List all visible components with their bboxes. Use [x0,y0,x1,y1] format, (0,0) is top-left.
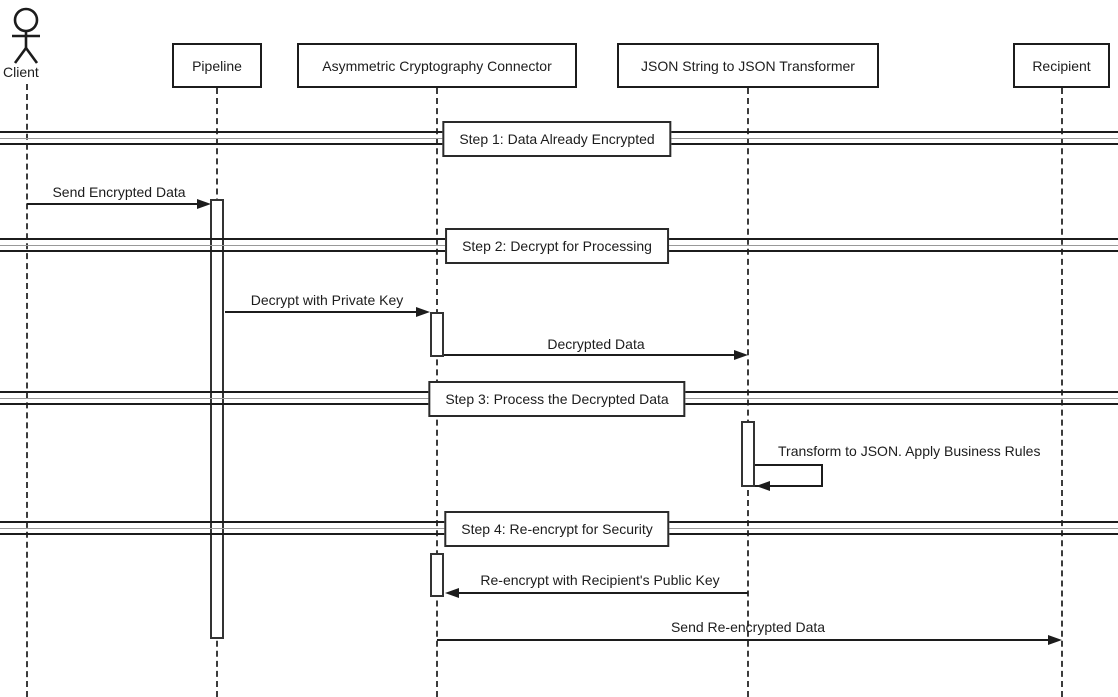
message-transform-json-self-loop [755,464,823,487]
arrowhead-right-icon [197,199,211,209]
arrowhead-left-icon [756,481,770,491]
participant-pipeline-label: Pipeline [192,57,242,74]
message-reencrypt-public-key-label: Re-encrypt with Recipient's Public Key [480,572,720,588]
participant-json-transformer-label: JSON String to JSON Transformer [641,57,855,74]
activation-crypto-connector-2 [430,553,444,597]
arrowhead-right-icon [1048,635,1062,645]
activation-json-transformer [741,421,755,487]
message-send-encrypted-data-line [27,203,198,205]
divider-step-4: Step 4: Re-encrypt for Security [444,511,670,547]
participant-recipient-label: Recipient [1032,57,1091,74]
arrowhead-right-icon [734,350,748,360]
message-send-reencrypted-data-line [437,639,1048,641]
participant-crypto-connector-label: Asymmetric Cryptography Connector [322,57,552,74]
divider-step-1: Step 1: Data Already Encrypted [442,121,672,157]
participant-pipeline: Pipeline [172,43,262,88]
message-decrypt-private-key-label: Decrypt with Private Key [250,292,404,308]
message-decrypted-data-label: Decrypted Data [547,336,645,352]
message-send-encrypted-data-label: Send Encrypted Data [52,184,186,200]
participant-recipient: Recipient [1013,43,1110,88]
message-decrypted-data-line [444,354,734,356]
message-reencrypt-public-key-line [458,592,748,594]
activation-pipeline [210,199,224,639]
arrowhead-right-icon [416,307,430,317]
participant-json-transformer: JSON String to JSON Transformer [617,43,879,88]
actor-client-label: Client [3,64,39,80]
message-send-reencrypted-data-label: Send Re-encrypted Data [670,619,826,635]
lifeline-client [26,84,28,697]
person-actor-icon [12,7,40,64]
divider-step-2: Step 2: Decrypt for Processing [445,228,669,264]
divider-step-3: Step 3: Process the Decrypted Data [428,381,686,417]
message-transform-json-label: Transform to JSON. Apply Business Rules [778,443,1041,459]
message-decrypt-private-key-line [225,311,416,313]
participant-crypto-connector: Asymmetric Cryptography Connector [297,43,577,88]
activation-crypto-connector-1 [430,312,444,357]
arrowhead-left-icon [445,588,459,598]
